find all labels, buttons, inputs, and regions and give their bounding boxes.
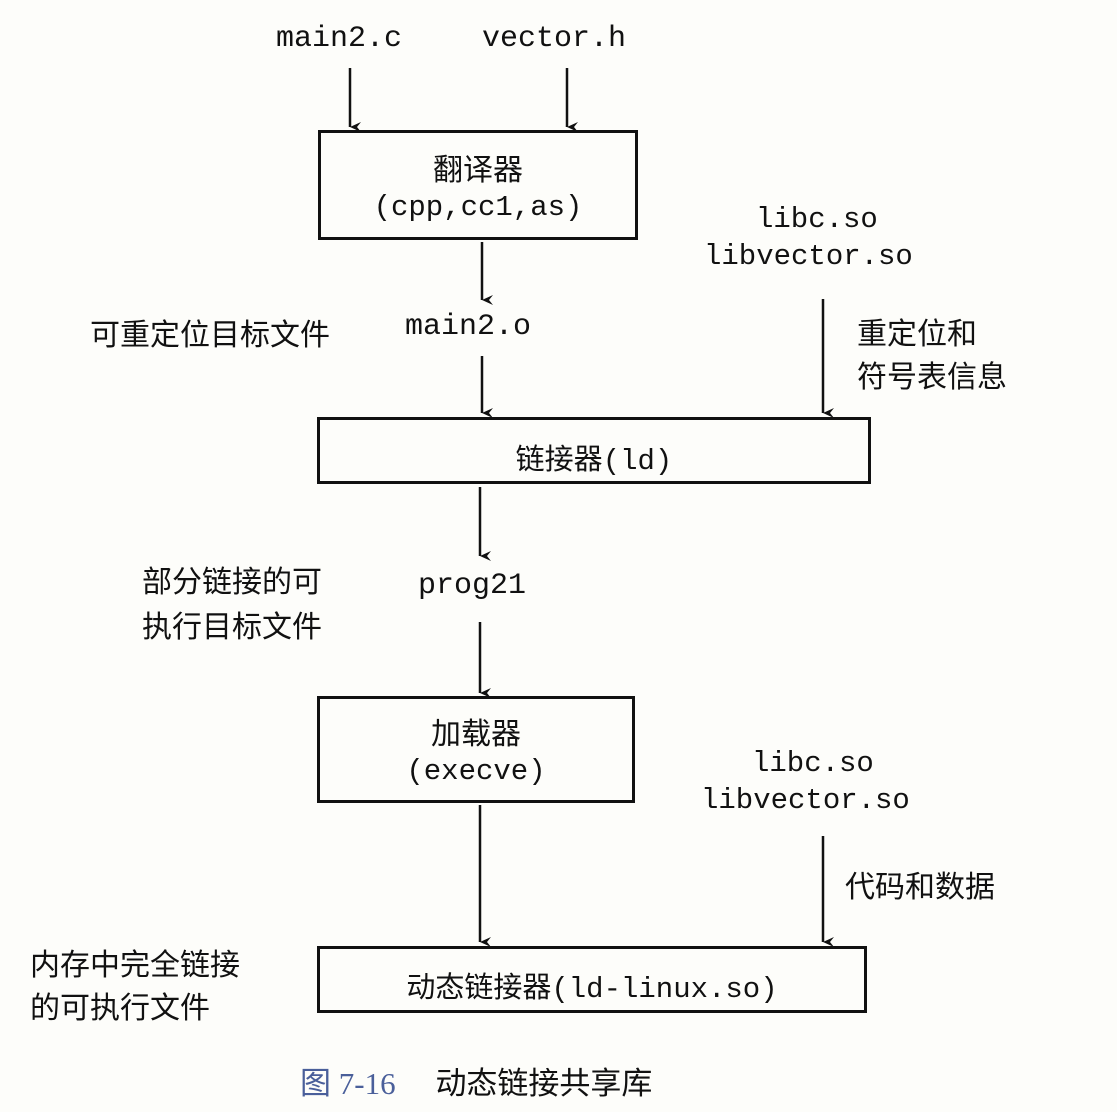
linker-title: 链接器 [515, 442, 603, 476]
partial-exec-label-line1: 部分链接的可 [142, 565, 322, 600]
shared-lib-libc-bottom: libc.so [752, 747, 874, 780]
dynamic-linker-title: 动态链接器 [406, 970, 552, 1004]
dynamic-linker-tool: (ld-linux.so) [551, 973, 778, 1006]
loader-tool: (execve) [406, 755, 546, 788]
relocation-info-line2: 符号表信息 [857, 360, 1007, 395]
dynamic-linker-label: 动态链接器(ld-linux.so) [320, 964, 864, 1006]
figure-caption: 图 7-16 动态链接共享库 [300, 1058, 652, 1103]
object-file-main2-o: main2.o [405, 310, 532, 344]
memory-exec-label-line1: 内存中完全链接 [30, 948, 240, 983]
code-and-data-label: 代码和数据 [845, 870, 995, 905]
program-file-prog21: prog21 [418, 569, 527, 603]
header-file-vector-h: vector.h [482, 22, 627, 56]
linker-label: 链接器(ld) [320, 436, 868, 478]
shared-lib-libvector-top: libvector.so [704, 240, 913, 273]
caption-title: 动态链接共享库 [435, 1066, 653, 1102]
relocatable-object-label: 可重定位目标文件 [90, 318, 330, 353]
dynamic-linker-box: 动态链接器(ld-linux.so) [317, 946, 867, 1013]
partial-exec-label-line2: 执行目标文件 [142, 610, 322, 645]
shared-lib-libc-top: libc.so [756, 203, 878, 236]
linker-tool: (ld) [602, 445, 673, 478]
linker-box: 链接器(ld) [317, 417, 871, 484]
loader-title: 加载器 [431, 717, 521, 752]
caption-number: 图 7-16 [300, 1066, 396, 1101]
translator-tools: (cpp,cc1,as) [373, 191, 583, 224]
source-file-main2-c: main2.c [276, 22, 403, 56]
shared-lib-libvector-bottom: libvector.so [701, 784, 910, 817]
relocation-info-line1: 重定位和 [857, 317, 977, 352]
memory-exec-label-line2: 的可执行文件 [30, 991, 210, 1026]
translator-box: 翻译器 (cpp,cc1,as) [318, 130, 638, 240]
translator-title: 翻译器 [433, 153, 523, 188]
loader-box: 加载器 (execve) [317, 696, 635, 803]
